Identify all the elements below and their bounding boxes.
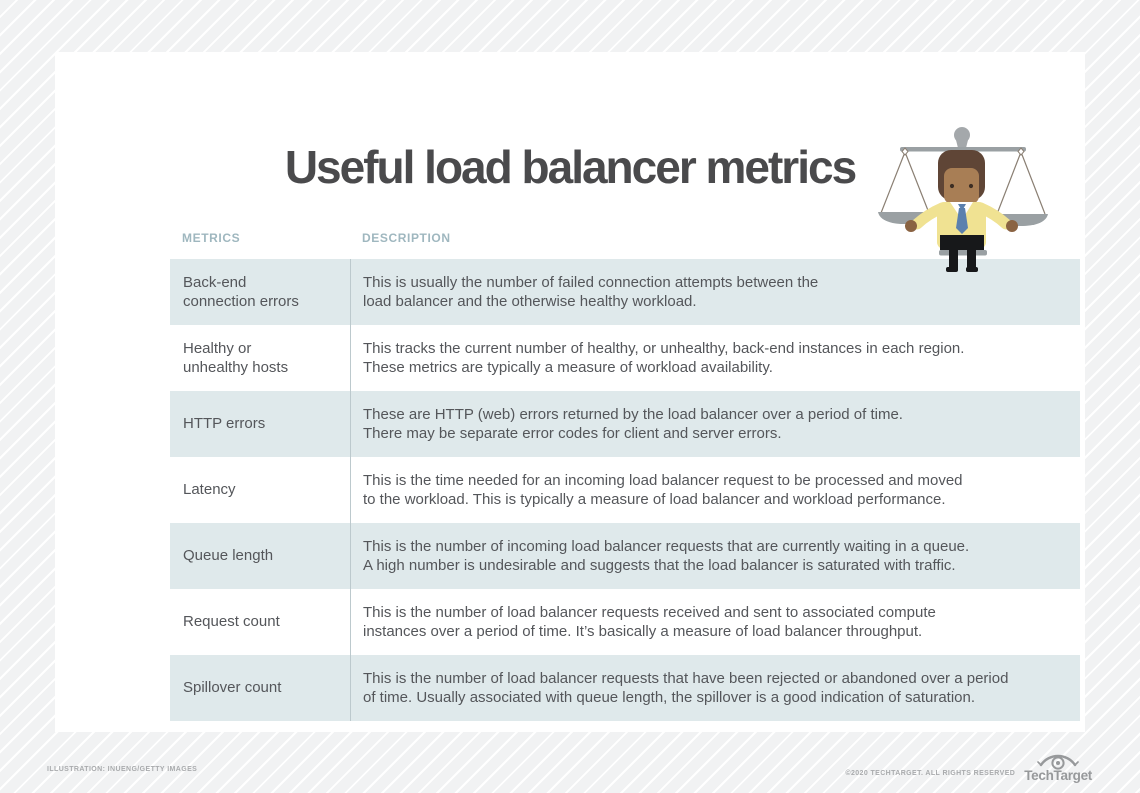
table-row: Back-end connection errors This is usual…	[170, 259, 1080, 325]
table-row: HTTP errors These are HTTP (web) errors …	[170, 391, 1080, 457]
metric-cell: HTTP errors	[183, 415, 266, 433]
table-row: Queue length This is the number of incom…	[170, 523, 1080, 589]
balance-scale-person-illustration	[878, 127, 1048, 272]
content-card: Useful load balancer metrics METRICS DES…	[55, 52, 1085, 732]
metric-cell: Healthy or unhealthy hosts	[183, 339, 289, 377]
metrics-column-header: METRICS	[182, 231, 241, 245]
description-cell: This is the time needed for an incoming …	[363, 471, 963, 509]
techtarget-logo: TechTarget	[1024, 750, 1092, 783]
description-cell: This is the number of load balancer requ…	[363, 603, 936, 641]
techtarget-wordmark: TechTarget	[1024, 768, 1092, 783]
metric-cell: Spillover count	[183, 679, 282, 697]
description-column-header: DESCRIPTION	[362, 231, 451, 245]
table-row: Spillover count This is the number of lo…	[170, 655, 1080, 721]
footer-right: ©2020 TECHTARGET. ALL RIGHTS RESERVED Te…	[845, 750, 1092, 783]
copyright-text: ©2020 TECHTARGET. ALL RIGHTS RESERVED	[845, 770, 1016, 777]
column-divider-line	[350, 259, 351, 721]
metric-cell: Latency	[183, 481, 236, 499]
page-title: Useful load balancer metrics	[284, 141, 857, 193]
description-cell: This is usually the number of failed con…	[363, 273, 819, 311]
illustration-credit: ILLUSTRATION: INUENG/GETTY IMAGES	[47, 766, 198, 773]
table-row: Request count This is the number of load…	[170, 589, 1080, 655]
description-cell: This is the number of incoming load bala…	[363, 537, 970, 575]
metrics-table: Back-end connection errors This is usual…	[170, 259, 1080, 721]
description-cell: This is the number of load balancer requ…	[363, 669, 1009, 707]
description-cell: This tracks the current number of health…	[363, 339, 965, 377]
table-row: Latency This is the time needed for an i…	[170, 457, 1080, 523]
eye-target-icon	[1037, 754, 1079, 770]
table-row: Healthy or unhealthy hosts This tracks t…	[170, 325, 1080, 391]
metric-cell: Request count	[183, 613, 280, 631]
metric-cell: Back-end connection errors	[183, 273, 299, 311]
metric-cell: Queue length	[183, 547, 274, 565]
description-cell: These are HTTP (web) errors returned by …	[363, 405, 903, 443]
